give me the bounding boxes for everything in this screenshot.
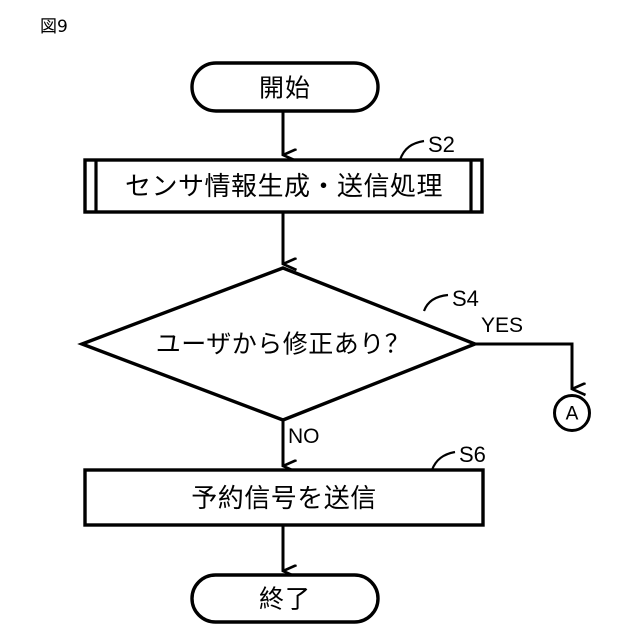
s2-leader-line xyxy=(398,139,425,161)
s6-leader-line xyxy=(430,450,456,471)
s2-step-tag: S2 xyxy=(428,132,455,157)
s2-node-label: センサ情報生成・送信処理 xyxy=(124,172,444,202)
start-node-label: 開始 xyxy=(258,73,312,103)
s4-leader-line xyxy=(422,293,449,312)
s4-step-tag: S4 xyxy=(452,286,479,311)
connector-a-label: A xyxy=(565,402,579,425)
s6-step-tag: S6 xyxy=(459,442,486,467)
connector-a-shape xyxy=(553,394,591,432)
edge-s4-yes-to-connector xyxy=(475,342,572,389)
end-node-label: 終了 xyxy=(258,584,312,614)
figure-label: 図9 xyxy=(40,17,68,37)
end-node-shape xyxy=(190,573,380,624)
s6-node-label: 予約信号を送信 xyxy=(191,484,377,514)
s4-no-branch-label: NO xyxy=(288,425,320,448)
s4-yes-branch-label: YES xyxy=(481,314,524,337)
start-node-shape xyxy=(190,61,380,113)
s4-node-label: ユーザから修正あり？ xyxy=(155,329,411,359)
